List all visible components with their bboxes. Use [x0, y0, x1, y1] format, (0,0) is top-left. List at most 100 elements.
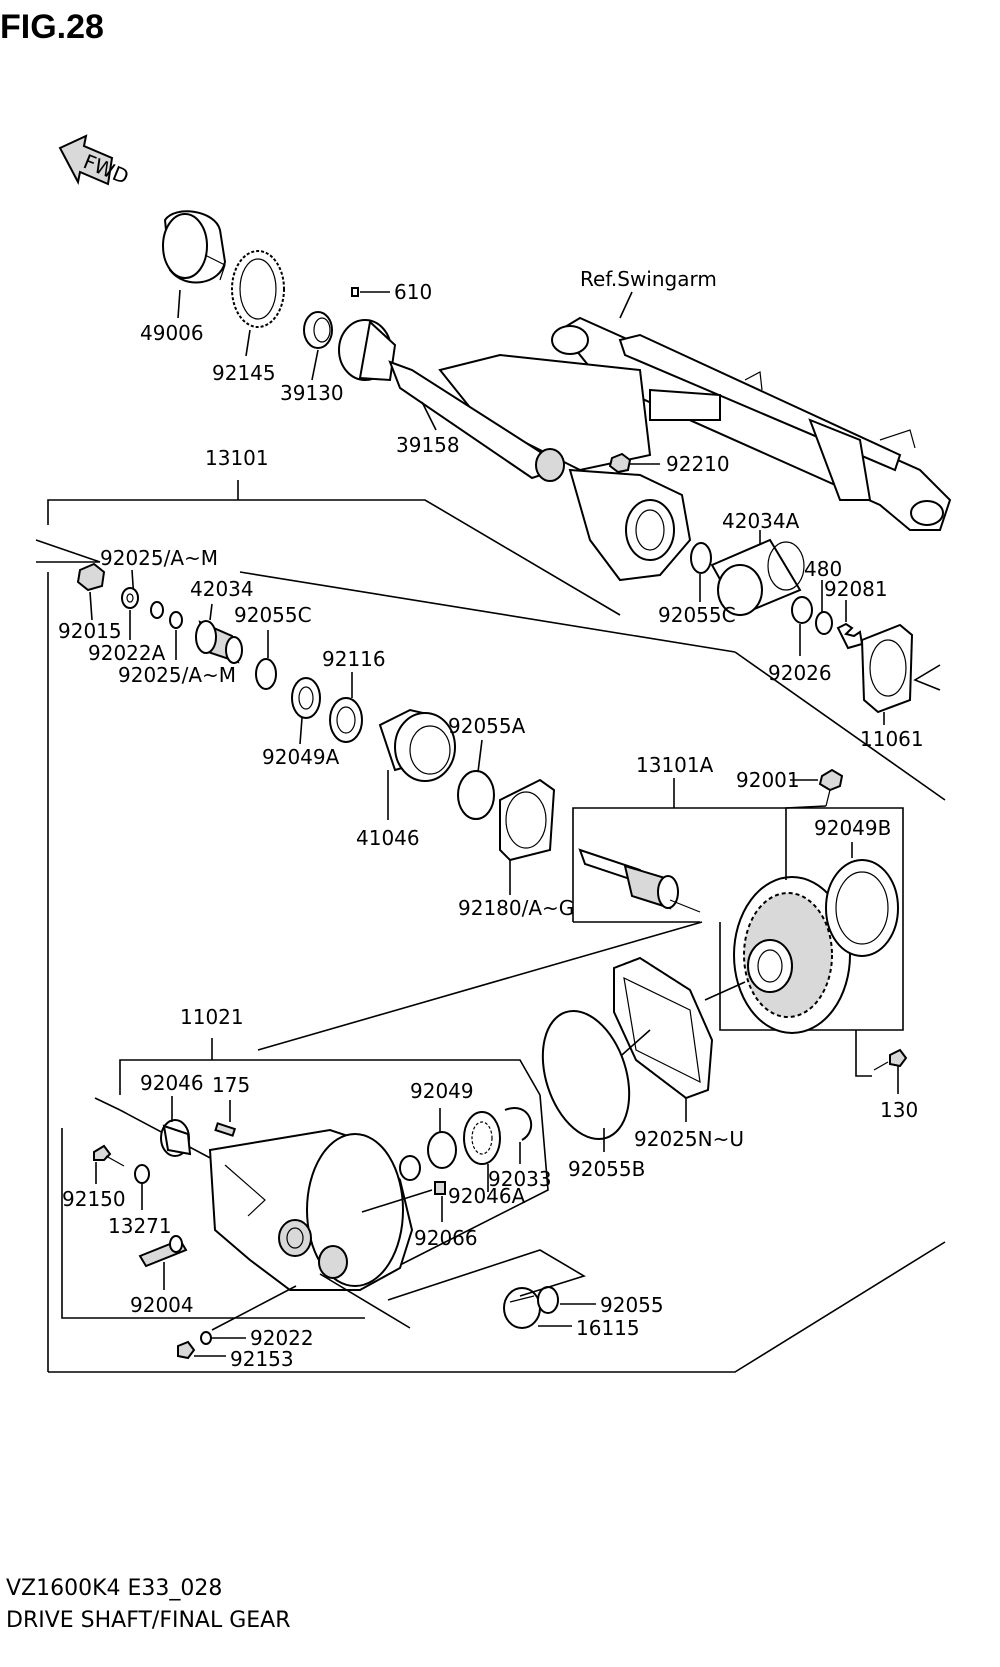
- callout-92081: 92081: [824, 577, 888, 601]
- part-13271-illustration: [134, 1164, 150, 1184]
- callout-130: 130: [880, 1098, 918, 1122]
- part-92081-illustration: [836, 622, 864, 650]
- part-39158-illustration: [338, 319, 565, 482]
- callout-92150: 92150: [62, 1187, 126, 1211]
- callout-92055c-right: 92055C: [658, 603, 736, 627]
- part-92055c-right-illustration: [690, 542, 712, 574]
- callout-41046: 41046: [356, 826, 420, 850]
- part-92025-ring-2: [169, 611, 183, 629]
- part-41046-illustration: [378, 708, 456, 782]
- callout-13101: 13101: [205, 446, 269, 470]
- callout-11021: 11021: [180, 1005, 244, 1029]
- part-92153-illustration: [177, 1340, 196, 1360]
- callout-92145: 92145: [212, 361, 276, 385]
- part-610-illustration: [351, 287, 359, 297]
- part-92015-illustration: [76, 562, 106, 592]
- callout-92049a: 92049A: [262, 745, 340, 769]
- callout-39158: 39158: [396, 433, 460, 457]
- part-92150-illustration: [93, 1144, 125, 1167]
- part-92049b-illustration: [825, 859, 899, 957]
- part-92055b-illustration: [541, 1010, 631, 1140]
- callout-39130: 39130: [280, 381, 344, 405]
- callout-92026: 92026: [768, 661, 832, 685]
- callout-92046a: 92046A: [448, 1184, 526, 1208]
- assembly-11021-frame: [61, 921, 703, 1319]
- footer-caption: DRIVE SHAFT/FINAL GEAR: [6, 1608, 291, 1633]
- callout-42034a: 42034A: [722, 509, 800, 533]
- part-92210-illustration: [608, 452, 632, 474]
- callout-92066: 92066: [414, 1226, 478, 1250]
- part-92046a-illustration: [399, 1155, 421, 1181]
- callout-11061: 11061: [860, 727, 924, 751]
- part-92049a-illustration: [291, 677, 321, 719]
- part-92055-illustration: [537, 1286, 559, 1314]
- part-92066-illustration: [434, 1181, 446, 1195]
- callout-92210: 92210: [666, 452, 730, 476]
- callout-13101a: 13101A: [636, 753, 714, 777]
- callout-92049b: 92049B: [814, 816, 891, 840]
- callout-92116: 92116: [322, 647, 386, 671]
- part-49006-illustration: [162, 210, 227, 284]
- callout-92055: 92055: [600, 1293, 664, 1317]
- part-92055c-left-illustration: [255, 658, 277, 690]
- part-92025-ring-1: [150, 601, 164, 619]
- final-gear-case-illustration: [208, 1128, 414, 1291]
- part-11061-illustration: [860, 623, 914, 714]
- callout-49006: 49006: [140, 321, 204, 345]
- callout-480: 480: [804, 557, 842, 581]
- callout-92025n-u: 92025N~U: [634, 1127, 744, 1151]
- ref-swingarm-label: Ref.Swingarm: [580, 267, 717, 291]
- gear-case-upper-illustration: [568, 468, 692, 582]
- part-92001-illustration: [818, 768, 844, 807]
- part-92025n-u-illustration: [613, 956, 714, 1100]
- callout-92022: 92022: [250, 1326, 314, 1350]
- callout-92046: 92046: [140, 1071, 204, 1095]
- part-130-illustration: [873, 1048, 908, 1071]
- pinion-gear-illustration: [578, 848, 701, 913]
- callout-92153: 92153: [230, 1347, 294, 1371]
- part-42034a-illustration: [710, 538, 805, 617]
- part-175-illustration: [214, 1122, 237, 1137]
- callout-92022a: 92022A: [88, 641, 166, 665]
- callout-610: 610: [394, 280, 432, 304]
- part-92145-illustration: [231, 250, 285, 328]
- fwd-arrow-icon: FWD: [58, 134, 132, 189]
- part-480-illustration: [815, 611, 833, 635]
- part-92116-illustration: [329, 697, 363, 743]
- callout-92049: 92049: [410, 1079, 474, 1103]
- part-92046-illustration: [160, 1119, 192, 1157]
- part-39130-illustration: [303, 311, 333, 349]
- assembly-13101-frame: [35, 480, 946, 1373]
- swingarm-illustration: Ref.Swingarm: [438, 267, 952, 531]
- part-92055a-illustration: [457, 770, 495, 820]
- callout-175: 175: [212, 1073, 250, 1097]
- part-92049-illustration: [427, 1131, 457, 1169]
- part-92033-illustration: [504, 1107, 533, 1141]
- callout-92180: 92180/A~G: [458, 896, 574, 920]
- part-92022-illustration: [200, 1331, 212, 1345]
- callout-92055c-left: 92055C: [234, 603, 312, 627]
- part-92026-illustration: [791, 596, 813, 624]
- callout-16115: 16115: [576, 1316, 640, 1340]
- callout-92025-a-m-top: 92025/A~M: [100, 546, 218, 570]
- callout-92015: 92015: [58, 619, 122, 643]
- callout-92001: 92001: [736, 768, 800, 792]
- callout-92055a: 92055A: [448, 714, 526, 738]
- needle-bearing-illustration: [463, 1111, 501, 1165]
- part-16115-illustration: [503, 1287, 541, 1329]
- callout-92033: 92033: [488, 1167, 552, 1191]
- callout-92004: 92004: [130, 1293, 194, 1317]
- figure-title: FIG.28: [0, 8, 104, 46]
- callout-92055b: 92055B: [568, 1157, 645, 1181]
- footer-model: VZ1600K4 E33_028: [6, 1576, 222, 1601]
- assembly-13101a-frame: [572, 778, 904, 1031]
- callout-13271: 13271: [108, 1214, 172, 1238]
- ring-gear-illustration: [733, 876, 851, 1034]
- part-42034-illustration: [195, 620, 243, 664]
- part-92180-illustration: [499, 778, 556, 862]
- part-92022a-illustration: [121, 587, 139, 609]
- part-92004-illustration: [138, 1235, 188, 1268]
- callout-92025-a-m-bottom: 92025/A~M: [118, 663, 236, 687]
- callout-42034: 42034: [190, 577, 254, 601]
